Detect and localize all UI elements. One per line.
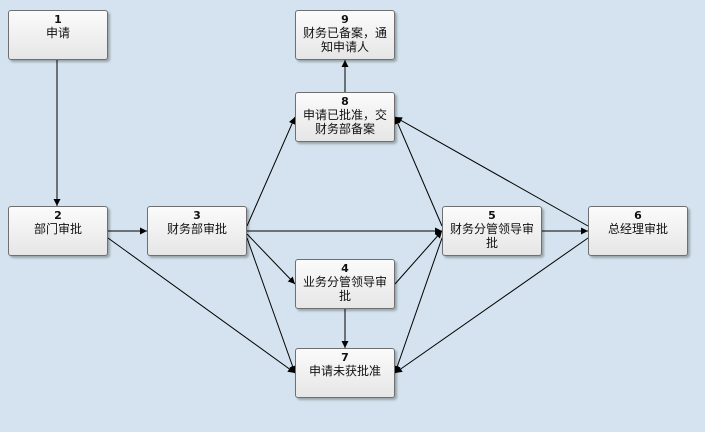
- node-7-rejected[interactable]: 7 申请未获批准: [295, 348, 395, 398]
- edge-3-7: [246, 237, 296, 374]
- node-label: 申请未获批准: [308, 364, 381, 378]
- node-number: 8: [341, 95, 349, 108]
- node-2-department-review[interactable]: 2 部门审批: [8, 206, 108, 256]
- node-number: 9: [341, 13, 349, 26]
- node-number: 2: [54, 209, 62, 222]
- edge-5-7: [393, 237, 443, 374]
- node-3-finance-review[interactable]: 3 财务部审批: [147, 206, 247, 256]
- node-label: 申请已批准，交财务部备案: [302, 108, 387, 136]
- node-label: 部门审批: [33, 222, 82, 236]
- node-5-finance-leader-review[interactable]: 5 财务分管领导审批: [442, 206, 542, 256]
- node-9-filed-notify[interactable]: 9 财务已备案，通知申请人: [295, 10, 395, 60]
- node-label: 业务分管领导审批: [302, 275, 387, 303]
- node-number: 7: [341, 351, 349, 364]
- node-number: 1: [54, 13, 62, 26]
- node-label: 总经理审批: [607, 222, 668, 236]
- node-label: 财务分管领导审批: [449, 222, 534, 250]
- node-number: 3: [193, 209, 201, 222]
- node-1-apply[interactable]: 1 申请: [8, 10, 108, 60]
- node-label: 财务部审批: [166, 222, 227, 236]
- node-number: 6: [634, 209, 642, 222]
- node-number: 5: [488, 209, 496, 222]
- edge-4-5: [394, 230, 443, 285]
- edge-3-8: [246, 116, 296, 227]
- node-6-general-manager-review[interactable]: 6 总经理审批: [588, 206, 688, 256]
- edge-2-7: [107, 237, 296, 374]
- node-8-approved[interactable]: 8 申请已批准，交财务部备案: [295, 92, 395, 142]
- node-label: 申请: [45, 26, 70, 40]
- edge-5-8: [394, 116, 443, 227]
- edge-3-4: [246, 233, 296, 285]
- edge-6-8: [394, 116, 589, 227]
- node-4-business-leader-review[interactable]: 4 业务分管领导审批: [295, 259, 395, 309]
- node-number: 4: [341, 262, 349, 275]
- edge-6-7: [394, 237, 589, 374]
- node-label: 财务已备案，通知申请人: [302, 26, 387, 54]
